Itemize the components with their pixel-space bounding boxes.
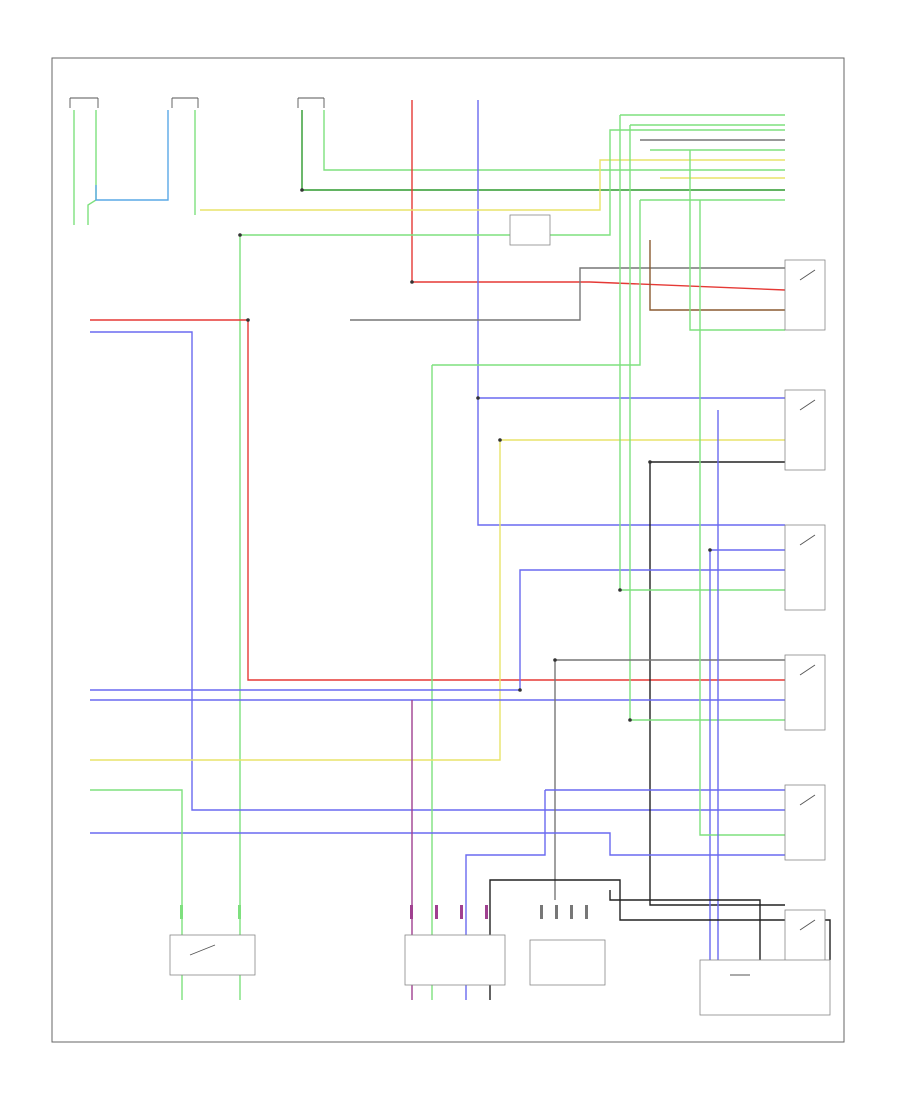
w-green-top <box>240 129 785 236</box>
junction-4 <box>476 396 480 400</box>
connector-right-3 <box>784 524 826 611</box>
switch-bottom-left-pin-0 <box>180 905 183 919</box>
connector-right-1 <box>784 259 826 331</box>
junction-3 <box>410 280 414 284</box>
switch-bottom-left-body <box>169 934 256 976</box>
w-relay-gray <box>350 267 785 321</box>
junction-0 <box>246 318 250 322</box>
connector-right-6-switch <box>799 919 816 931</box>
components-group <box>69 97 831 1016</box>
switch-bottom-left-blade <box>189 944 216 956</box>
w-red-top <box>411 100 590 283</box>
junction-11 <box>628 718 632 722</box>
w-green-330 <box>689 150 785 331</box>
junction-6 <box>648 460 652 464</box>
switch-bottom-mid-body <box>404 934 506 986</box>
connector-right-5-switch <box>799 794 816 806</box>
wires-group <box>73 100 831 1000</box>
w-blue-bm <box>465 790 546 1000</box>
w-black-bot2 <box>609 890 761 960</box>
w-red-ecm <box>90 319 785 681</box>
switch-bottom-left-pin-1 <box>238 905 241 919</box>
switch-bottom-mid-pin-1 <box>435 905 438 919</box>
w-sw1-lb <box>95 110 169 201</box>
sensor-bottom-pin-2 <box>570 905 573 919</box>
junction-9 <box>708 548 712 552</box>
w-sw1-green2 <box>87 110 97 225</box>
w-blue-h1 <box>90 569 785 691</box>
junction-2 <box>300 188 304 192</box>
w-blue-855 <box>90 832 785 856</box>
w-green-590 <box>619 115 785 591</box>
junction-7 <box>518 688 522 692</box>
connector-right-2 <box>784 389 826 471</box>
connector-right-5 <box>784 784 826 861</box>
connector-right-3-switch <box>799 534 816 546</box>
relay-mid-body <box>509 214 551 246</box>
junction-5 <box>498 438 502 442</box>
sensor-bottom-pin-3 <box>585 905 588 919</box>
w-brown <box>649 240 785 311</box>
connector-right-1-switch <box>799 269 816 281</box>
w-green-835 <box>699 200 785 836</box>
sensor-bottom-pin-0 <box>540 905 543 919</box>
w-yellow-v <box>90 440 501 761</box>
w-green-bl <box>90 789 183 1000</box>
switch-bottom-mid-pin-0 <box>410 905 413 919</box>
junction-10 <box>618 588 622 592</box>
connector-right-2-switch <box>799 399 816 411</box>
w-sw3-g <box>323 110 785 171</box>
w-blue-top <box>477 100 785 526</box>
junction-8 <box>553 658 557 662</box>
sensor-bottom-body <box>529 939 606 986</box>
assembly-bottom-right-body <box>699 959 831 1016</box>
w-green-720 <box>629 125 785 721</box>
w-green-mid-h <box>432 200 641 366</box>
sensor-bottom-pin-1 <box>555 905 558 919</box>
w-purple-ecm <box>90 331 785 811</box>
w-relay-red2 <box>589 281 786 291</box>
switch-bottom-mid-pin-3 <box>485 905 488 919</box>
w-yellow-top <box>200 159 785 211</box>
connector-right-4-switch <box>799 664 816 676</box>
w-black-v <box>649 462 785 906</box>
junction-1 <box>238 233 242 237</box>
switch-bottom-mid-pin-2 <box>460 905 463 919</box>
connector-right-4 <box>784 654 826 731</box>
diagram-frame <box>51 57 845 1043</box>
